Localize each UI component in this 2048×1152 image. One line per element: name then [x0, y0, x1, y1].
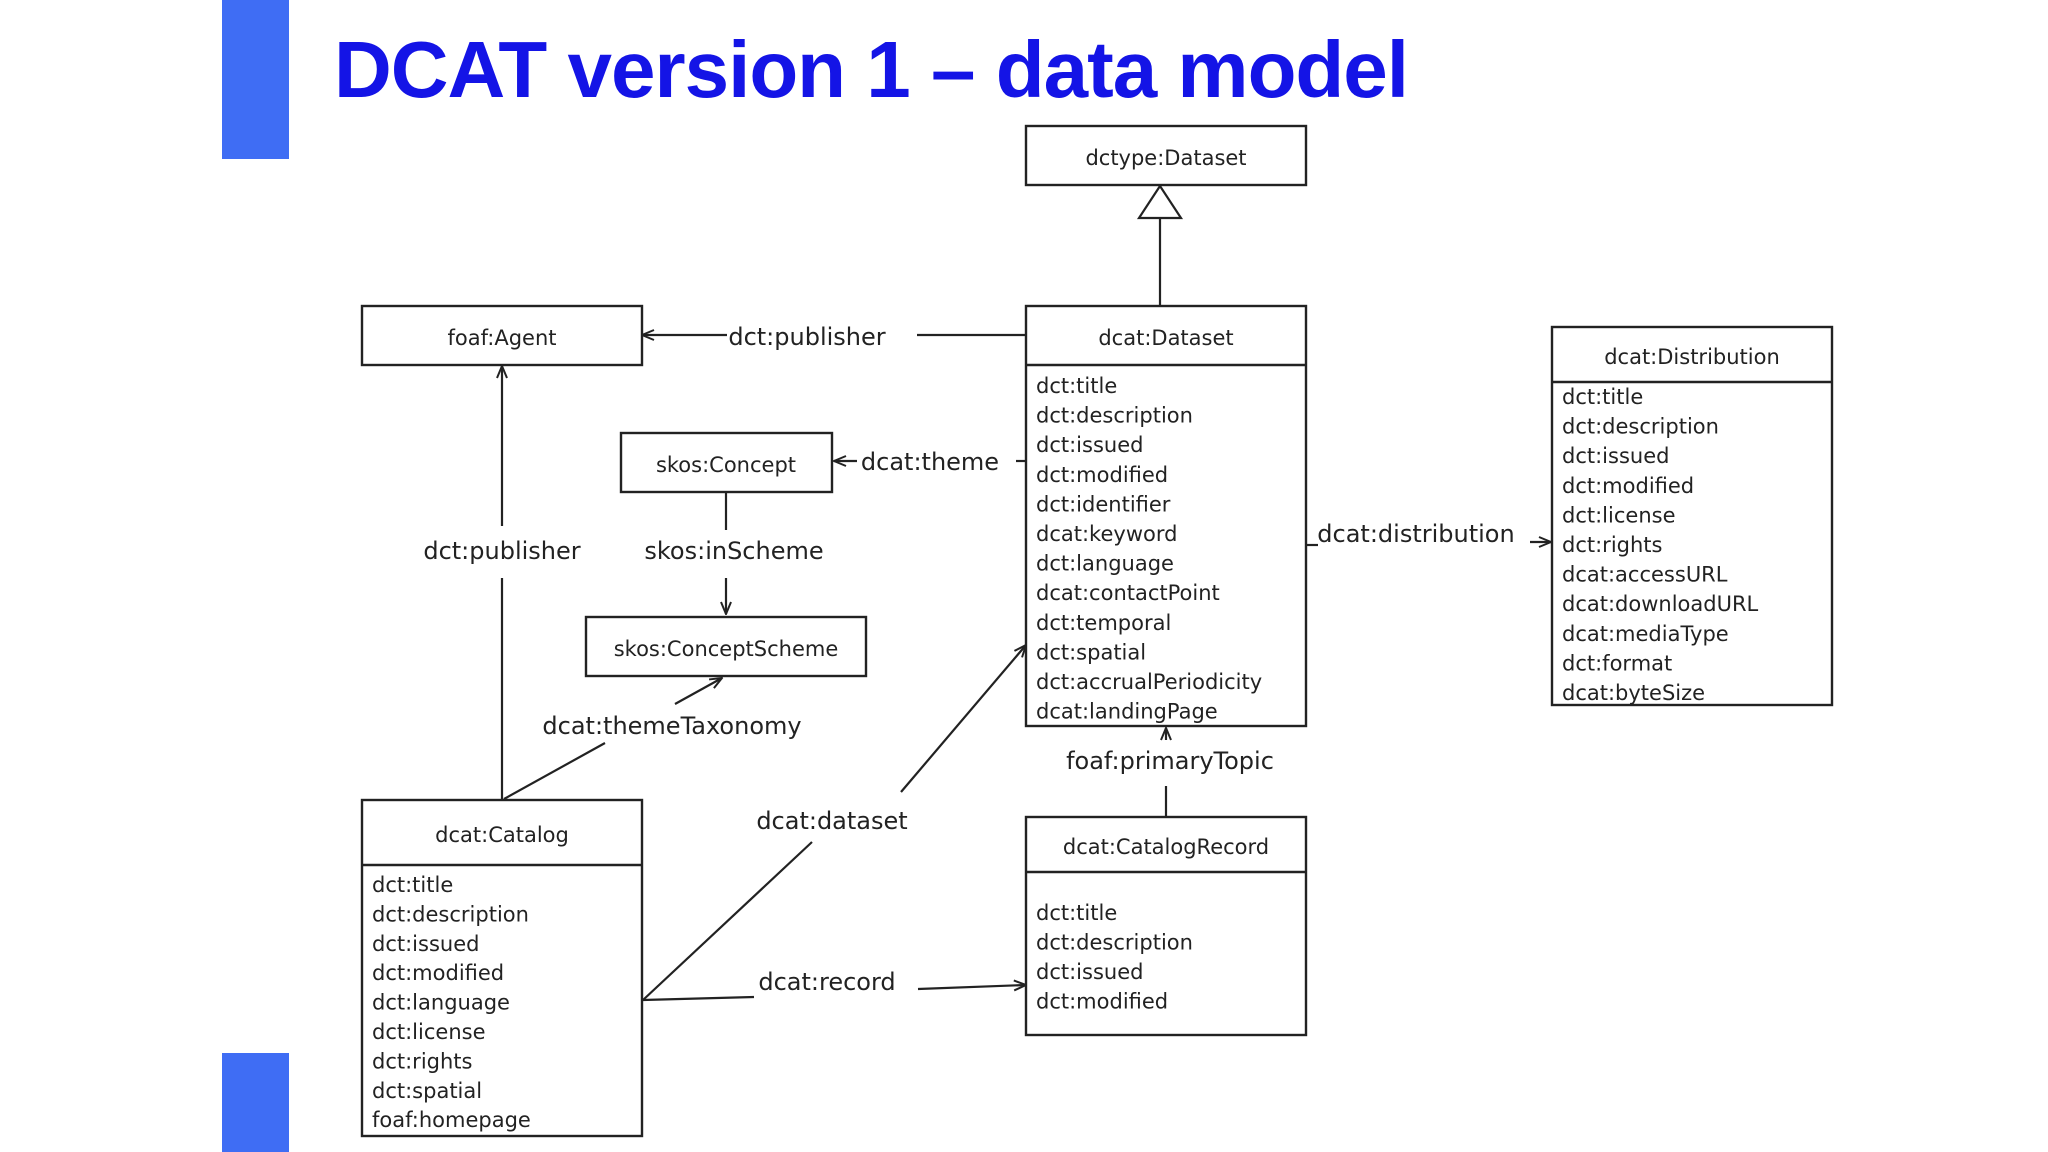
attribute-list-dcat-catalogrecord: dct:title dct:description dct:issued dct:mo… [1036, 901, 1193, 1014]
class-attribute: dct:modified [1036, 463, 1168, 487]
class-attribute: dct:description [1036, 404, 1193, 428]
relation-label-themetaxonomy: dcat:themeTaxonomy [542, 712, 801, 740]
class-attribute: dct:description [1036, 931, 1193, 955]
accent-bar-top [222, 0, 289, 159]
class-name-dcat-catalog: dcat:Catalog [435, 823, 569, 847]
relation-label-distribution: dcat:distribution [1317, 520, 1514, 548]
class-attribute: dcat:downloadURL [1562, 592, 1759, 616]
themetaxonomy-line-bottom [503, 742, 606, 800]
class-attribute: dct:issued [1562, 444, 1669, 468]
class-attribute: dct:temporal [1036, 611, 1171, 635]
class-name-skos-concept: skos:Concept [656, 453, 796, 477]
class-attribute: dct:modified [1036, 990, 1168, 1014]
relation-label-dataset-publisher: dct:publisher [728, 323, 885, 351]
class-attribute: dct:rights [1562, 533, 1662, 557]
accent-bar-bottom [222, 1053, 289, 1152]
class-box-foaf-agent [360, 304, 644, 367]
class-attribute: dcat:accessURL [1562, 563, 1728, 587]
catalog-dataset-line-bottom [642, 841, 813, 1001]
slide-title: DCAT version 1 – data model [334, 25, 1409, 114]
class-attribute: dct:issued [372, 932, 479, 956]
class-attribute: dct:modified [1562, 474, 1694, 498]
class-attribute: dct:format [1562, 651, 1672, 675]
class-attribute: dct:issued [1036, 960, 1143, 984]
class-attribute: dcat:keyword [1036, 522, 1177, 546]
class-attribute: dct:accrualPeriodicity [1036, 670, 1262, 694]
class-attribute: dct:rights [372, 1049, 472, 1073]
class-box-dcat-catalog [360, 798, 644, 1138]
attribute-list-dcat-distribution: dct:title dct:description dct:issued dct:mo… [1562, 385, 1759, 705]
class-attribute: dcat:byteSize [1562, 681, 1705, 705]
class-box-skos-conceptscheme [584, 615, 868, 678]
class-attribute: dct:license [372, 1020, 486, 1044]
class-name-dctype-dataset: dctype:Dataset [1085, 146, 1246, 170]
class-attribute: dct:title [1036, 901, 1117, 925]
class-box-dctype-dataset [1024, 124, 1308, 187]
class-name-dcat-distribution: dcat:Distribution [1604, 345, 1780, 369]
class-attribute: dct:issued [1036, 433, 1143, 457]
relation-label-dataset-theme: dcat:theme [861, 448, 999, 476]
class-attribute: dct:language [372, 991, 510, 1015]
class-attribute: dct:title [1562, 385, 1643, 409]
relation-label-catalog-record: dcat:record [758, 968, 895, 996]
class-attribute: dcat:contactPoint [1036, 581, 1220, 605]
themetaxonomy-arrow [674, 678, 722, 705]
generalization-triangle [1136, 183, 1184, 220]
class-box-dcat-catalogrecord [1024, 815, 1308, 1037]
class-attribute: dct:modified [372, 961, 504, 985]
class-name-dcat-catalogrecord: dcat:CatalogRecord [1063, 835, 1269, 859]
class-attribute: dct:title [1036, 374, 1117, 398]
catalog-dataset-arrow [900, 645, 1026, 793]
relation-label-inscheme: skos:inScheme [644, 537, 823, 565]
class-attribute: dct:language [1036, 552, 1174, 576]
class-name-skos-conceptscheme: skos:ConceptScheme [614, 637, 839, 661]
class-attribute: dcat:mediaType [1562, 622, 1729, 646]
class-box-skos-concept [619, 431, 834, 494]
attribute-list-dcat-catalog: dct:title dct:description dct:issued dct:mo… [372, 873, 531, 1132]
class-box-dcat-dataset [1024, 304, 1308, 728]
relation-label-catalog-publisher: dct:publisher [423, 537, 580, 565]
attribute-list-dcat-dataset: dct:title dct:description dct:issued dct:mo… [1036, 374, 1262, 724]
relation-label-catalog-dataset: dcat:dataset [756, 807, 907, 835]
class-attribute: dct:spatial [1036, 640, 1146, 664]
catalog-record-line-left [642, 995, 755, 1002]
class-box-dcat-distribution [1550, 325, 1834, 707]
catalog-record-arrow [917, 985, 1026, 989]
class-name-foaf-agent: foaf:Agent [448, 326, 557, 350]
class-attribute: dcat:landingPage [1036, 700, 1218, 724]
class-attribute: dct:identifier [1036, 492, 1171, 516]
class-attribute: dct:spatial [372, 1079, 482, 1103]
class-attribute: dct:description [1562, 415, 1719, 439]
class-name-dcat-dataset: dcat:Dataset [1098, 326, 1233, 350]
class-attribute: foaf:homepage [372, 1108, 531, 1132]
class-attribute: dct:license [1562, 503, 1676, 527]
relation-label-primarytopic: foaf:primaryTopic [1066, 747, 1274, 775]
class-attribute: dct:description [372, 902, 529, 926]
class-attribute: dct:title [372, 873, 453, 897]
